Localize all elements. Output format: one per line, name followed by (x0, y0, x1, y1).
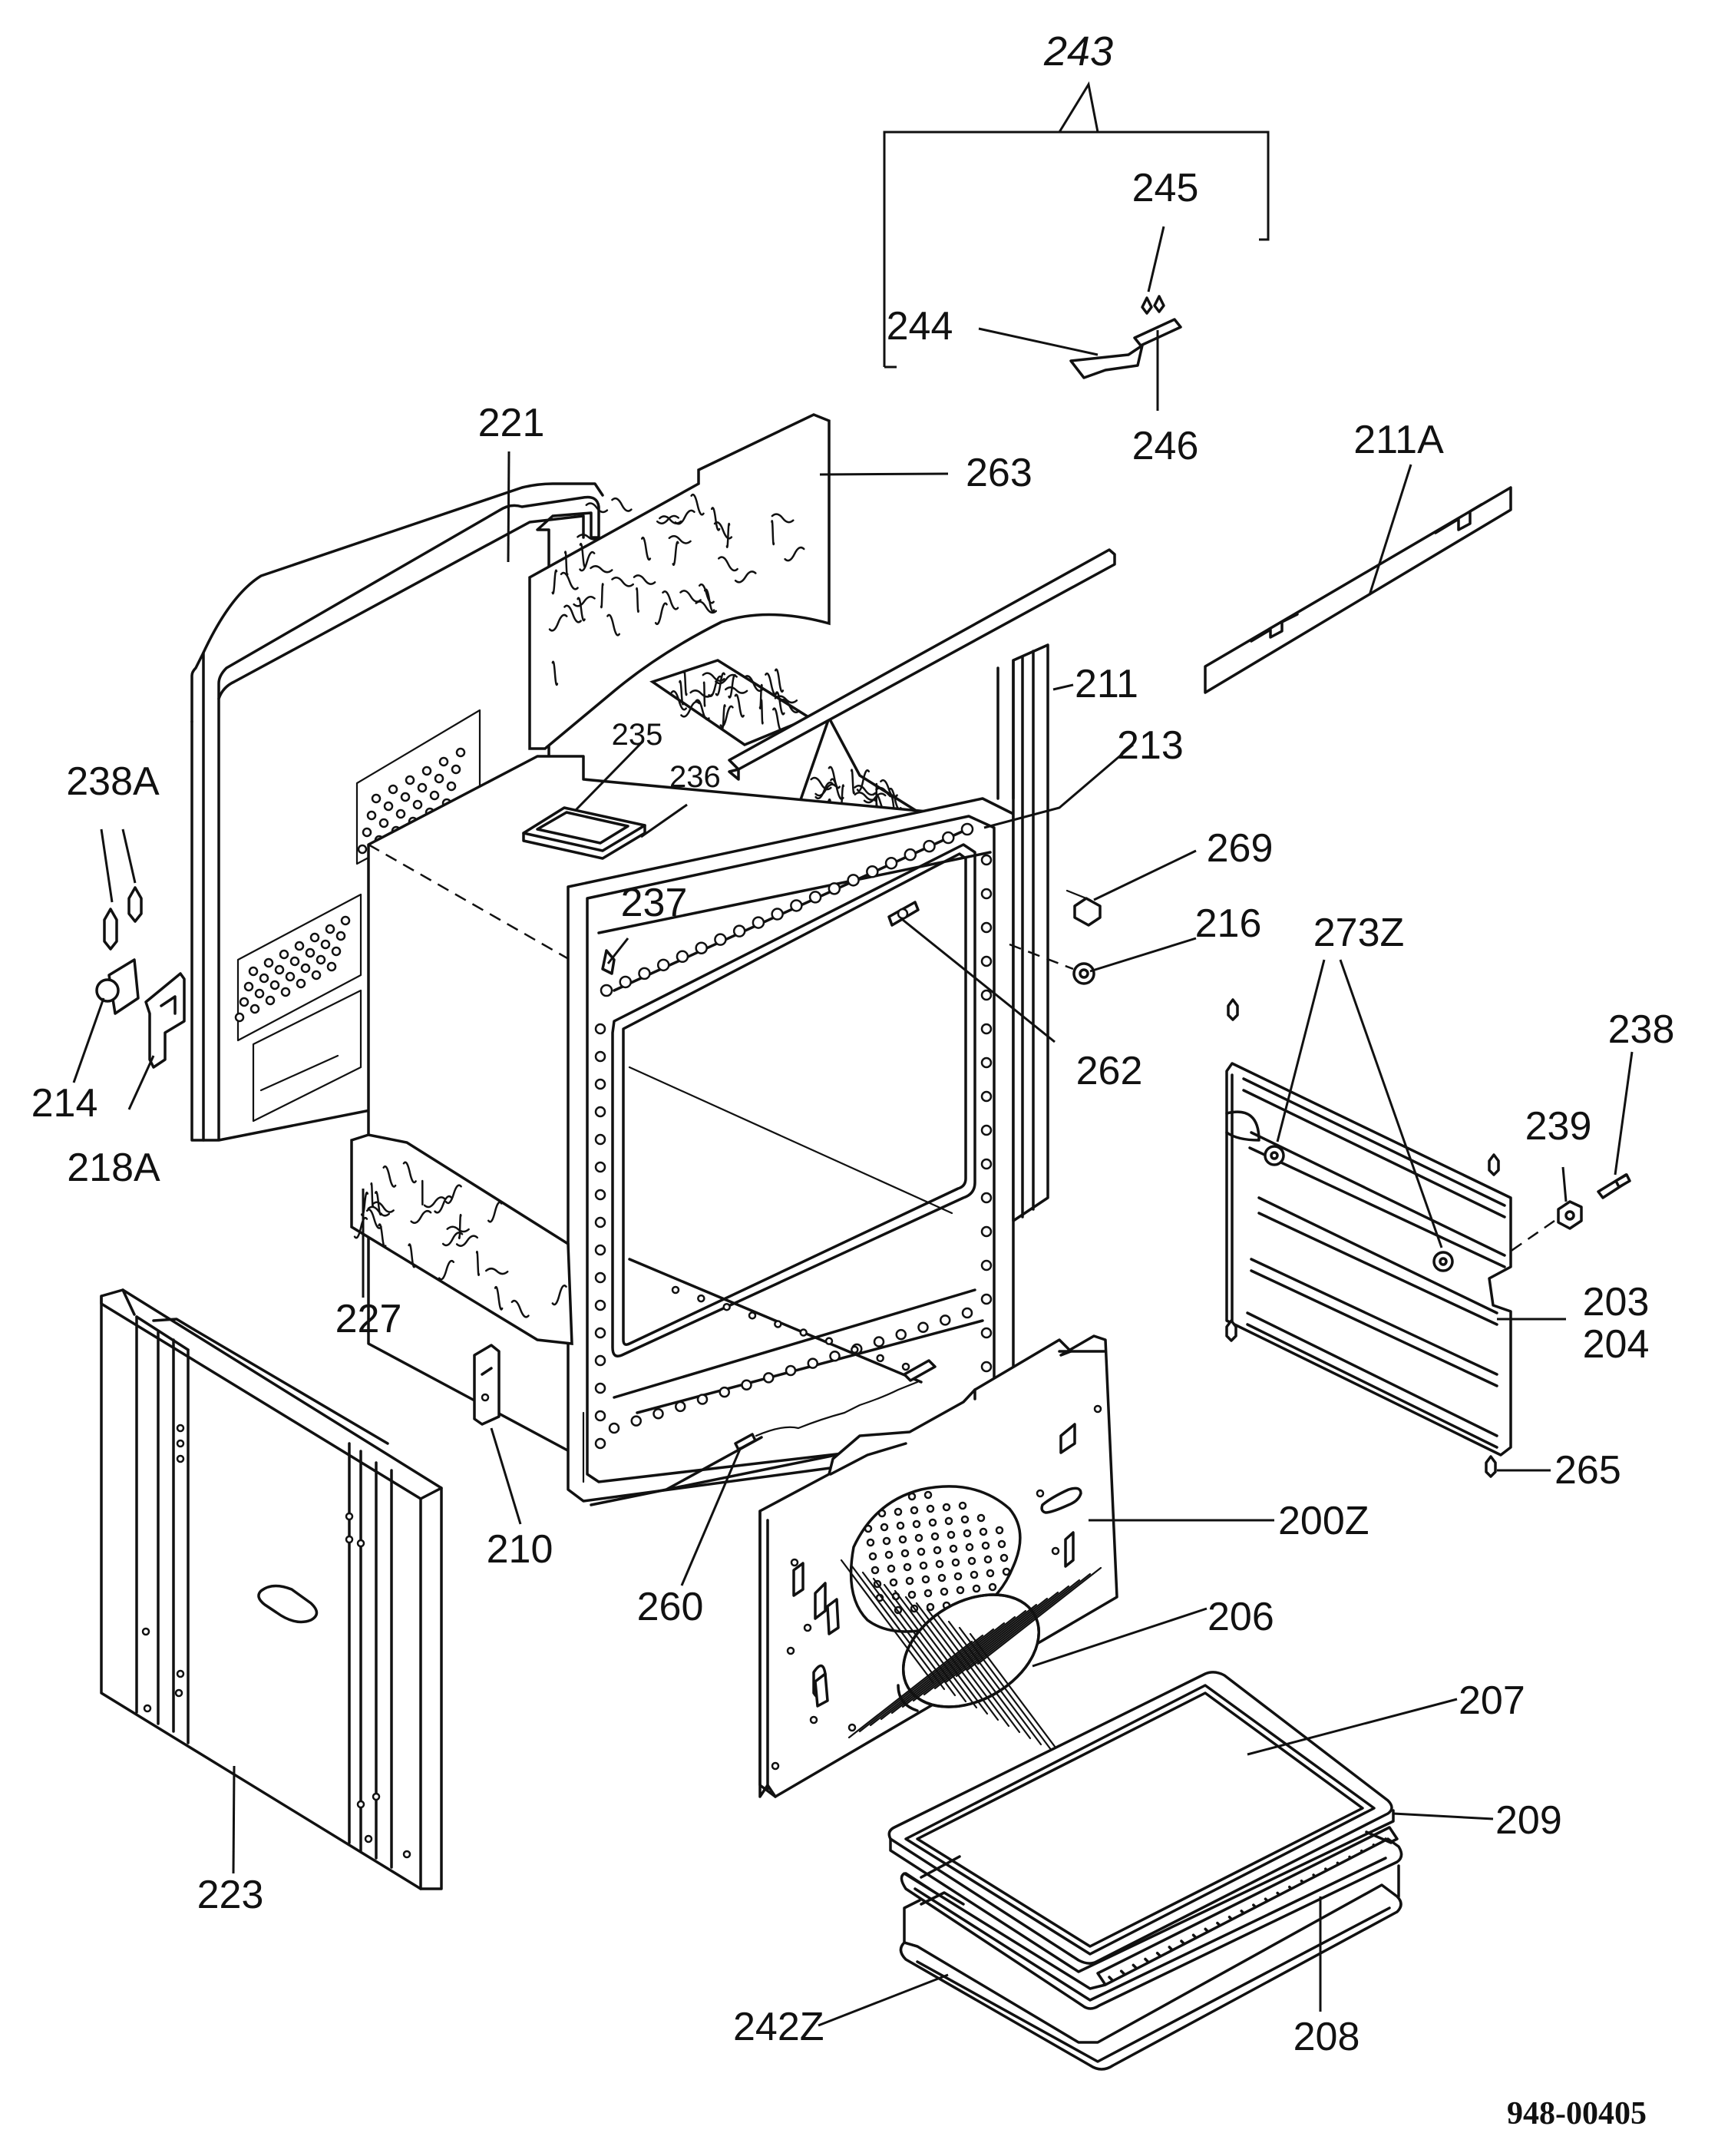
part-213-front-frame (567, 797, 1015, 1506)
label-245: 245 (1132, 166, 1199, 210)
part-238-screw (1597, 1173, 1631, 1199)
part-260-probe (665, 1359, 937, 1491)
label-269: 269 (1207, 826, 1274, 871)
part-262-bracket (887, 901, 920, 927)
label-214: 214 (31, 1081, 98, 1126)
label-227: 227 (335, 1297, 402, 1341)
label-238A: 238A (66, 759, 160, 804)
label-210: 210 (487, 1527, 553, 1572)
label-213: 213 (1117, 723, 1184, 768)
label-209: 209 (1495, 1798, 1562, 1843)
part-218A-bracket (144, 972, 186, 1069)
part-227-insulation (350, 1133, 573, 1345)
label-263: 263 (966, 451, 1032, 495)
label-208: 208 (1293, 2015, 1360, 2059)
part-238A-clips (103, 886, 143, 951)
part-223-door-panel (100, 1288, 443, 1890)
part-237-clip (601, 949, 616, 975)
label-243: 243 (1043, 28, 1113, 74)
label-204: 204 (1583, 1322, 1650, 1367)
mesh-grid (840, 1559, 1102, 1758)
door-holes (141, 1424, 411, 1859)
label-216: 216 (1195, 901, 1262, 946)
label-207: 207 (1459, 1678, 1525, 1723)
part-210-bracket (473, 1344, 501, 1426)
label-246: 246 (1132, 424, 1199, 468)
part-246-pin (1133, 318, 1182, 411)
label-273Z: 273Z (1313, 911, 1405, 955)
label-262: 262 (1076, 1049, 1143, 1093)
part-216-nut (1009, 943, 1095, 985)
label-218A: 218A (67, 1146, 160, 1190)
document-number: 948-00405 (1507, 2096, 1647, 2131)
label-211A: 211A (1353, 418, 1444, 462)
label-242Z: 242Z (733, 2005, 824, 2049)
part-211-side-rail (996, 643, 1049, 1222)
part-214-hinge (95, 958, 140, 1015)
label-203: 203 (1583, 1280, 1650, 1324)
label-221: 221 (478, 401, 545, 445)
label-200Z: 200Z (1278, 1499, 1369, 1543)
label-265: 265 (1554, 1448, 1621, 1493)
part-239-nut (1504, 1200, 1583, 1257)
part-207-tray (887, 1671, 1395, 1973)
part-208-tray (900, 1830, 1403, 2010)
part-263-insulation (528, 413, 925, 835)
part-top-rail (728, 548, 1116, 781)
leader-lines (72, 451, 1634, 2027)
part-235-236-cover (522, 806, 646, 860)
label-244: 244 (887, 304, 953, 349)
part-245-screw (1141, 226, 1165, 315)
label-223: 223 (197, 1873, 264, 1917)
part-group-243 (883, 81, 1270, 369)
label-260: 260 (637, 1585, 704, 1629)
part-203-204-shelf-support (1225, 998, 1512, 1478)
part-206-mesh-filter (840, 1559, 1102, 1758)
label-239: 239 (1525, 1104, 1592, 1149)
part-211A-rail (1204, 486, 1512, 694)
part-labels: 243 245 244 246 221 263 211A 211 213 235… (31, 28, 1675, 2131)
label-235: 235 (612, 718, 663, 752)
label-211: 211 (1075, 662, 1138, 706)
part-269-lamp (1065, 889, 1102, 927)
frame-holes-213 (594, 822, 993, 1450)
label-237: 237 (621, 881, 688, 925)
label-238: 238 (1608, 1007, 1675, 1052)
insulation-texture-227 (353, 1161, 567, 1318)
part-244-latch (978, 327, 1144, 379)
part-242Z-tray (899, 1864, 1402, 2071)
panel-holes-200Z (771, 1404, 1102, 1771)
label-236: 236 (669, 760, 721, 794)
label-206: 206 (1208, 1595, 1274, 1639)
